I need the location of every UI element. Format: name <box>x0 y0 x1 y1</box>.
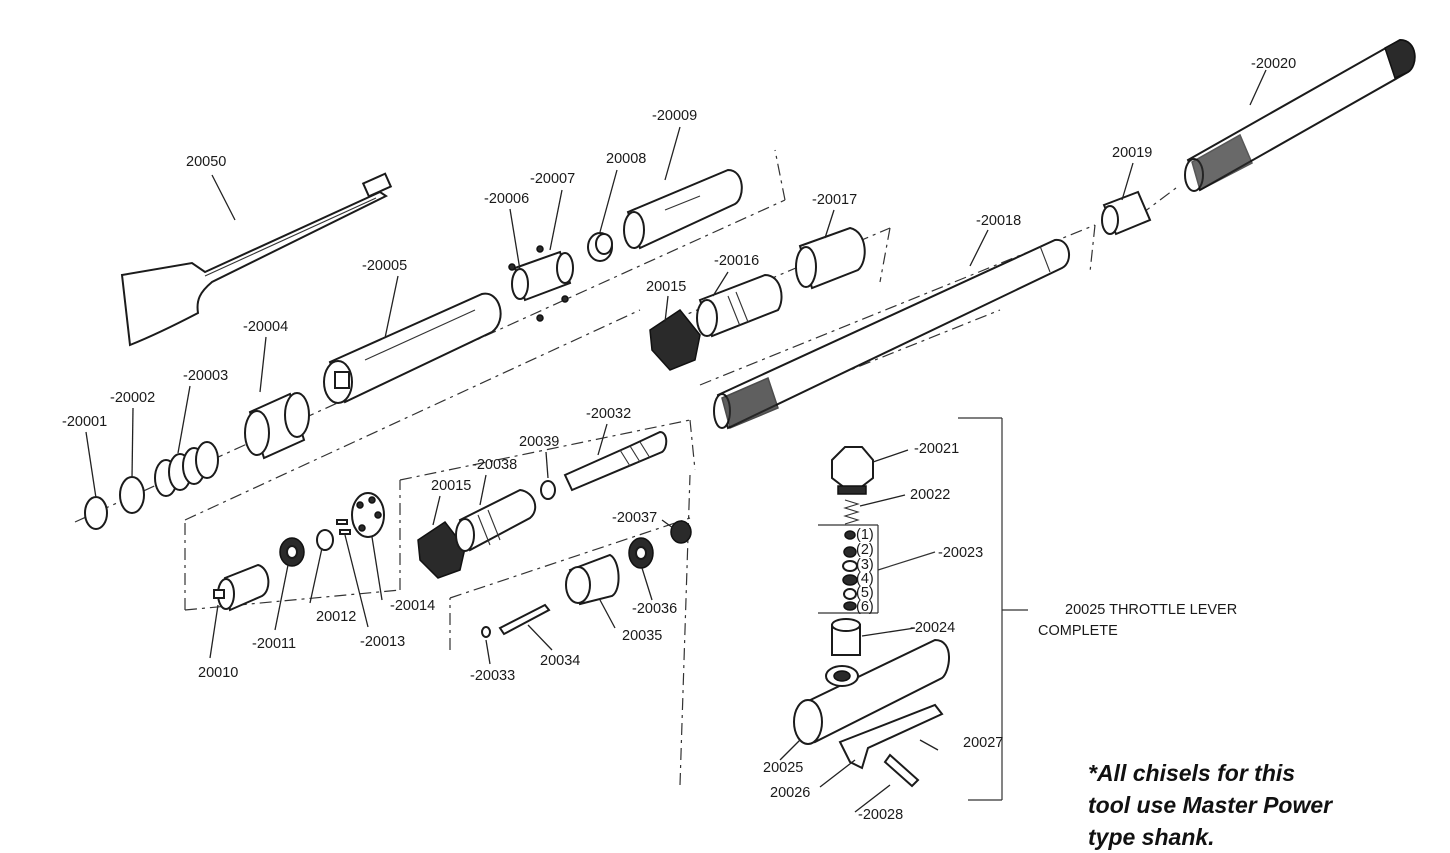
valve-20006-20007 <box>508 245 574 322</box>
label-20025: 20025 <box>763 760 803 776</box>
part-labels: 20050 -20001 -20002 -20003 -20004 -20005… <box>62 56 1296 823</box>
label-20017: -20017 <box>812 192 857 208</box>
label-20015-upper: 20015 <box>646 279 686 295</box>
label-20011: -20011 <box>252 636 296 652</box>
label-20035: 20035 <box>622 628 662 644</box>
label-20018: -20018 <box>976 213 1021 229</box>
chisel-note-line1: *All chisels for this <box>1088 760 1296 786</box>
label-20039: 20039 <box>519 434 559 450</box>
ring-20033 <box>481 626 491 638</box>
label-20050: 20050 <box>186 154 226 170</box>
label-20034: 20034 <box>540 653 580 669</box>
springs-20003 <box>154 441 219 497</box>
nut-20036 <box>628 537 654 569</box>
label-20012: 20012 <box>316 609 356 625</box>
label-20005: -20005 <box>362 258 407 274</box>
oring-20012 <box>316 529 334 551</box>
fitting-20038 <box>455 488 537 552</box>
label-20022: 20022 <box>910 487 950 503</box>
pin-20013 <box>336 519 351 535</box>
piston-20010 <box>213 563 270 612</box>
label-20004: -20004 <box>243 319 288 335</box>
label-20038: -20038 <box>472 457 517 473</box>
label-20006: -20006 <box>484 191 529 207</box>
label-20026: 20026 <box>770 785 810 801</box>
cylinder-20005 <box>323 292 502 404</box>
label-20001: -20001 <box>62 414 107 430</box>
label-20021: -20021 <box>914 441 959 457</box>
label-20014: -20014 <box>390 598 435 614</box>
fitting-20024 <box>831 618 861 656</box>
chisel-note-line3: type shank. <box>1088 824 1215 850</box>
leader-lines <box>85 69 1267 813</box>
cap-20021 <box>831 446 874 495</box>
label-20036: -20036 <box>632 601 677 617</box>
coupling-20016 <box>696 273 783 338</box>
label-20016: -20016 <box>714 253 759 269</box>
sublabel-1: (1) <box>856 527 874 543</box>
valve-stack-20023 <box>818 524 936 614</box>
label-20032: -20032 <box>586 406 631 422</box>
nut-20015-lower <box>417 520 466 579</box>
label-20003: -20003 <box>183 368 228 384</box>
cap-20017 <box>795 226 866 290</box>
sublabel-4: (4) <box>856 571 874 587</box>
oring-20039 <box>540 480 556 500</box>
sublabel-2: (2) <box>856 542 874 558</box>
stem-20032 <box>563 430 668 492</box>
spring-20022 <box>843 499 860 525</box>
throttle-label-line2: COMPLETE <box>1038 623 1118 639</box>
throttle-body-20025 <box>793 638 950 745</box>
label-20027: 20027 <box>963 735 1003 751</box>
spring-20037 <box>670 520 692 544</box>
valve-disc-20014 <box>351 492 385 538</box>
throttle-bracket <box>958 417 1028 801</box>
label-20037: -20037 <box>612 510 657 526</box>
pin-20028 <box>883 753 920 788</box>
nut-20011 <box>279 537 305 567</box>
label-20008: 20008 <box>606 151 646 167</box>
sleeve-20009 <box>623 168 743 250</box>
handle-20020 <box>1184 38 1416 192</box>
label-20007: -20007 <box>530 171 575 187</box>
lever-20026 <box>838 703 944 770</box>
nut-20019 <box>1101 190 1152 236</box>
sublabel-6: (6) <box>856 599 874 615</box>
label-20028: -20028 <box>858 807 903 823</box>
bushing-20035 <box>565 553 620 606</box>
chisel-20050 <box>120 172 393 347</box>
tube-20018 <box>713 238 1071 430</box>
nut-20008 <box>587 232 613 262</box>
ring-20002 <box>119 476 145 514</box>
label-20009: -20009 <box>652 108 697 124</box>
chisel-note-line2: tool use Master Power <box>1088 792 1333 818</box>
label-20010: 20010 <box>198 665 238 681</box>
ring-20001 <box>84 496 108 530</box>
label-20019: 20019 <box>1112 145 1152 161</box>
label-20013: -20013 <box>360 634 405 650</box>
label-20015-lower: 20015 <box>431 478 471 494</box>
nut-20015-upper <box>649 308 701 371</box>
throttle-label-line1: 20025 THROTTLE LEVER <box>1065 602 1237 618</box>
label-20023: -20023 <box>938 545 983 561</box>
label-20002: -20002 <box>110 390 155 406</box>
label-20033: -20033 <box>470 668 515 684</box>
bushing-20004 <box>244 392 310 460</box>
label-20020: -20020 <box>1251 56 1296 72</box>
label-20024: -20024 <box>910 620 955 636</box>
sublabel-5: (5) <box>856 585 874 601</box>
sublabel-3: (3) <box>856 557 874 573</box>
pin-20034 <box>498 603 551 636</box>
